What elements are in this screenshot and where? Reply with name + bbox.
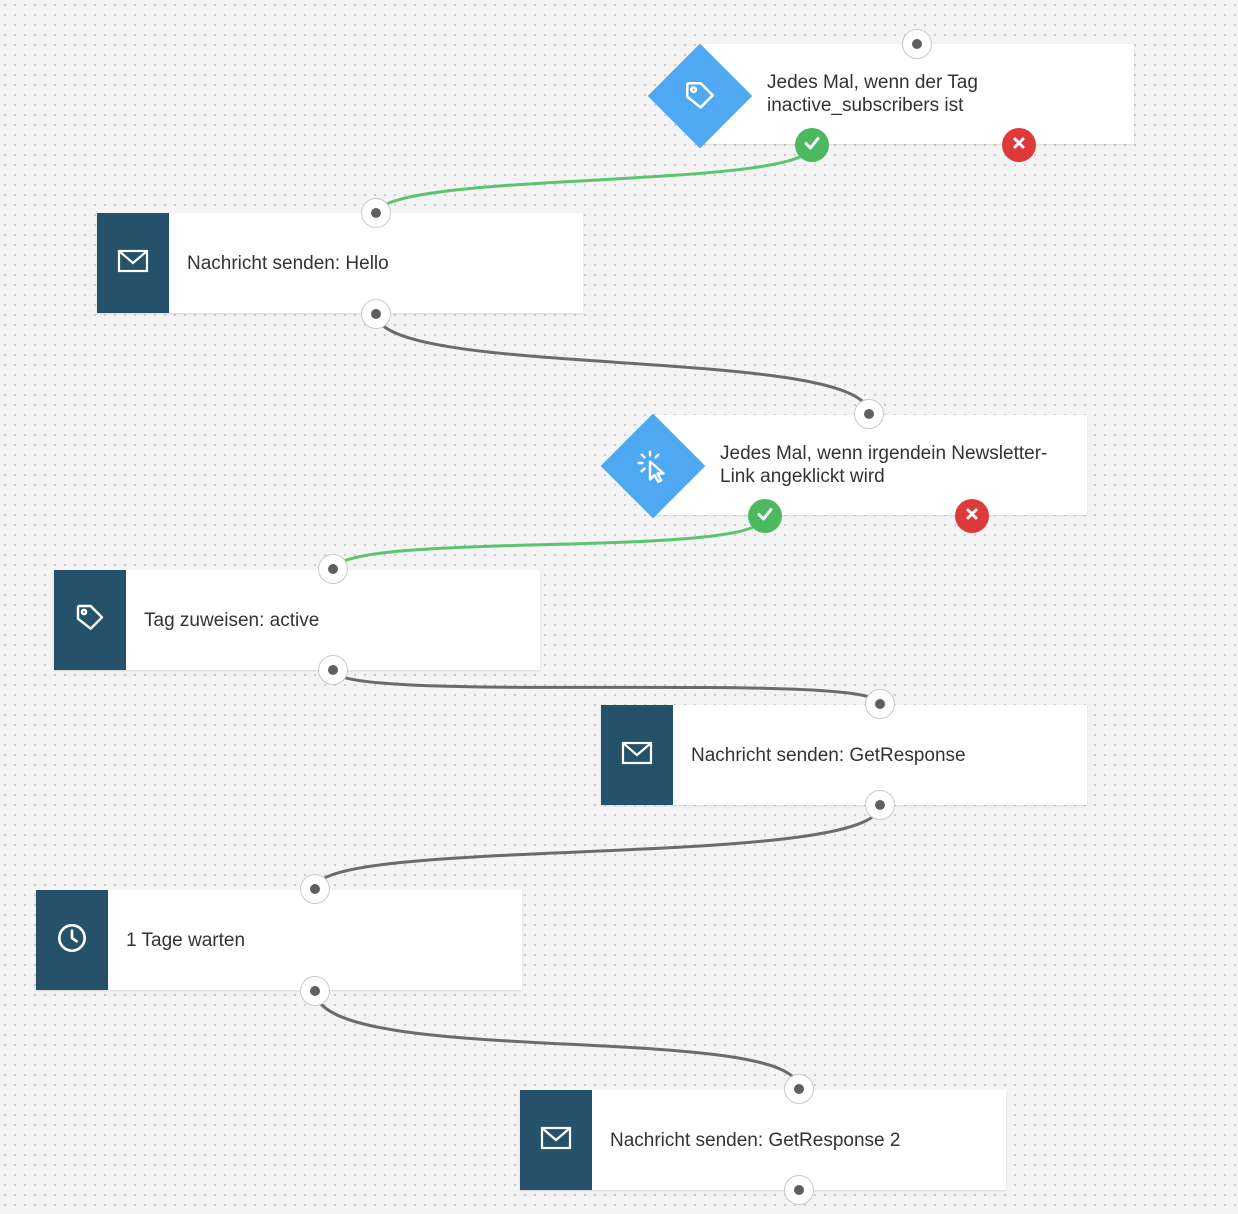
input-port[interactable]: [784, 1074, 814, 1104]
condition-node[interactable]: Jedes Mal, wenn der Tag inactive_subscri…: [700, 44, 1134, 144]
action-node-wait[interactable]: 1 Tage warten: [36, 890, 522, 990]
action-icon-box: [36, 890, 108, 990]
action-label: 1 Tage warten: [126, 929, 246, 951]
condition-node[interactable]: Jedes Mal, wenn irgendein Newsletter-Lin…: [653, 415, 1087, 515]
action-icon-box: [601, 705, 673, 805]
output-port[interactable]: [361, 299, 391, 329]
condition-label: Jedes Mal, wenn der Tag inactive_subscri…: [767, 72, 978, 116]
condition-label: Jedes Mal, wenn irgendein Newsletter-Lin…: [720, 443, 1048, 487]
action-icon-box: [520, 1090, 592, 1190]
clock-icon: [56, 922, 88, 959]
close-icon: [1012, 136, 1026, 155]
output-port[interactable]: [865, 790, 895, 820]
checkmark-icon: [802, 133, 822, 158]
connector-6: [313, 989, 801, 1090]
no-outcome-port[interactable]: [1002, 128, 1036, 162]
input-port[interactable]: [361, 198, 391, 228]
action-label: Nachricht senden: GetResponse: [691, 744, 966, 766]
action-node-send-message[interactable]: Nachricht senden: GetResponse 2: [520, 1090, 1006, 1190]
checkmark-icon: [755, 504, 775, 529]
yes-outcome-port[interactable]: [795, 128, 829, 162]
connector-2: [374, 312, 871, 415]
cursor-click-icon: [616, 429, 690, 503]
yes-outcome-port[interactable]: [748, 499, 782, 533]
envelope-icon: [117, 248, 149, 279]
tag-icon: [74, 602, 106, 639]
action-node-assign-tag[interactable]: Tag zuweisen: active: [54, 570, 540, 670]
action-label: Nachricht senden: Hello: [187, 252, 389, 274]
connector-5: [313, 804, 882, 890]
connector-yes-1: [374, 144, 814, 213]
envelope-icon: [621, 740, 653, 771]
tag-icon: [663, 59, 737, 133]
action-icon-box: [97, 213, 169, 313]
close-icon: [965, 507, 979, 526]
connector-4: [331, 669, 882, 705]
envelope-icon: [540, 1125, 572, 1156]
action-icon-box: [54, 570, 126, 670]
input-port[interactable]: [865, 689, 895, 719]
input-port[interactable]: [318, 554, 348, 584]
output-port[interactable]: [300, 976, 330, 1006]
output-port[interactable]: [784, 1175, 814, 1205]
input-port[interactable]: [902, 29, 932, 59]
action-label: Tag zuweisen: active: [144, 609, 320, 631]
input-port[interactable]: [300, 874, 330, 904]
connector-yes-3: [331, 515, 767, 570]
output-port[interactable]: [318, 655, 348, 685]
action-node-send-message[interactable]: Nachricht senden: GetResponse: [601, 705, 1087, 805]
action-node-send-message[interactable]: Nachricht senden: Hello: [97, 213, 583, 313]
action-label: Nachricht senden: GetResponse 2: [610, 1129, 901, 1151]
input-port[interactable]: [854, 399, 884, 429]
no-outcome-port[interactable]: [955, 499, 989, 533]
